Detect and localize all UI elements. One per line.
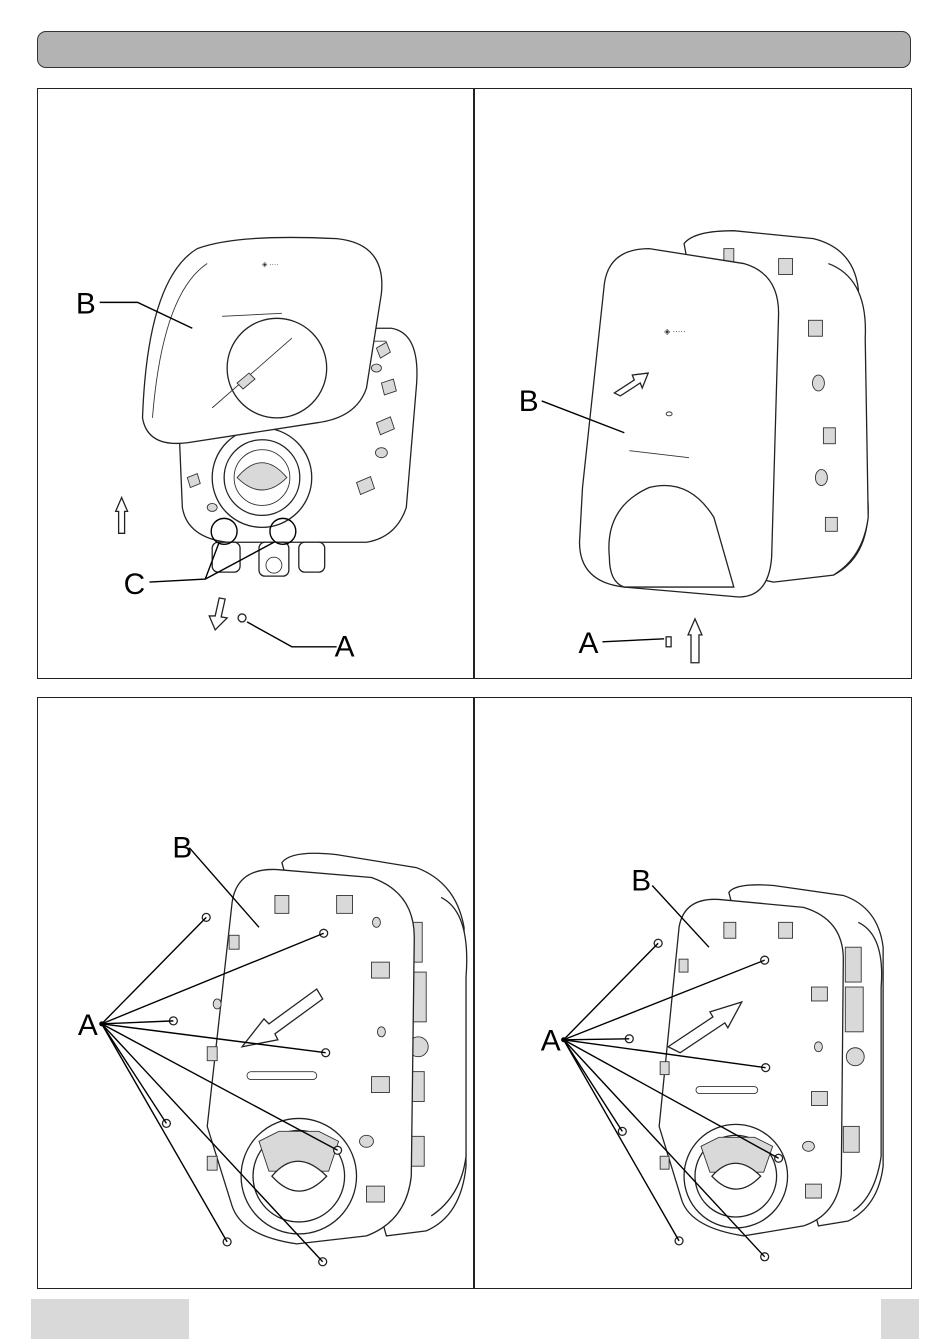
label-a: A (541, 1025, 561, 1058)
label-b: B (631, 864, 651, 897)
panel-4-illustration: A B (475, 698, 911, 1288)
label-a: A (78, 1009, 98, 1042)
diagram-panel-1: ◈ ···· B C A (37, 88, 474, 679)
diagram-panel-2: ◈ ····· B A (474, 88, 912, 679)
charging-socket (212, 428, 312, 528)
screw-a (238, 614, 246, 622)
page-number-block (881, 1299, 919, 1339)
up-arrow (688, 619, 702, 663)
label-b: B (76, 287, 96, 320)
down-arrow (209, 598, 227, 630)
front-cover: ◈ ···· (143, 237, 382, 443)
cable-glands (212, 542, 324, 576)
label-a: A (579, 627, 599, 660)
label-a: A (335, 631, 355, 664)
svg-text:◈ ·····: ◈ ····· (664, 327, 686, 336)
inner-cover (659, 899, 843, 1236)
label-c: C (124, 568, 146, 601)
label-b: B (172, 832, 192, 865)
label-b: B (519, 385, 539, 418)
screw-a (666, 637, 671, 647)
front-cover: ◈ ····· (580, 249, 779, 597)
diagram-panel-4: A B (474, 697, 912, 1289)
panel-2-illustration: ◈ ····· B A (475, 89, 911, 678)
panel-1-illustration: ◈ ···· B C A (38, 89, 473, 678)
section-header-bar (37, 31, 911, 68)
lift-arrow (116, 497, 128, 533)
svg-text:◈ ····: ◈ ···· (262, 262, 279, 269)
diagram-panel-3: A B (37, 697, 474, 1289)
footer-left-block (31, 1299, 189, 1339)
inner-cover (207, 869, 414, 1243)
panel-3-illustration: A B (38, 698, 473, 1288)
